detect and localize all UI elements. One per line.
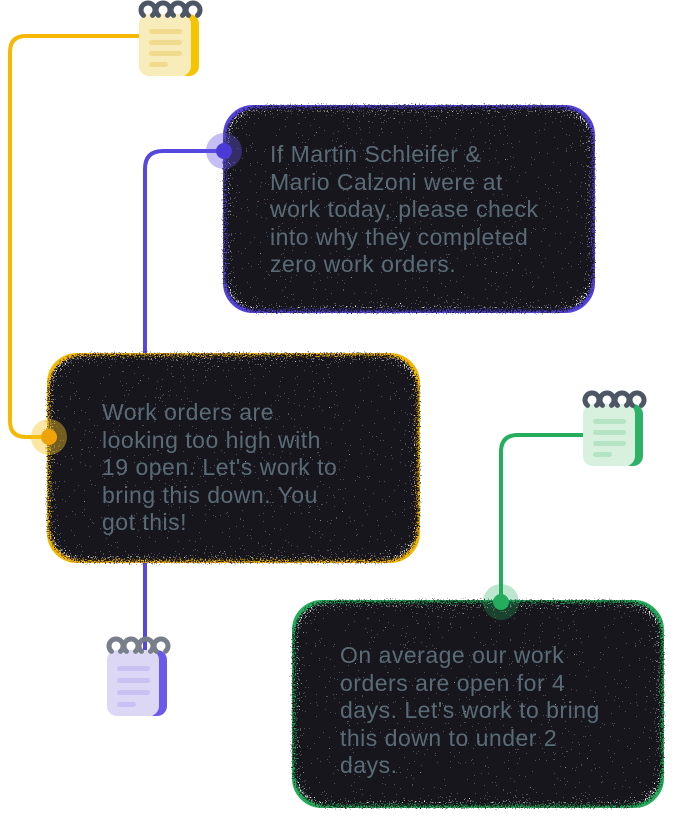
message-line: zero work orders. [270,251,457,277]
node-dot [41,429,57,445]
card-shadow [48,354,419,562]
message-line: 19 open. Let's work to [102,454,338,480]
notes-icon [582,390,647,466]
green-connector-line [499,433,586,602]
average-open-days-card: On average our work orders are open for … [292,600,664,808]
message-line: into why they completed [270,223,529,250]
message-line: days. [340,752,398,778]
message-line: days. Let's work to bring [340,697,600,723]
message-line: this down to under 2 [340,724,558,751]
zero-completed-card: If Martin Schleifer & Mario Calzoni were… [223,105,595,313]
card-shadow [224,106,594,312]
card-shadow [293,601,663,807]
open-work-orders-card: Work orders are looking too high with 19… [47,353,420,563]
green-connector-node [483,584,519,620]
message-line: work today, please check [270,196,539,222]
card-message: On average our work orders are open for … [340,642,649,780]
message-line: Mario Calzoni were at [270,168,503,195]
notes-icon [138,0,203,76]
yellow-connector-line [8,34,142,439]
card-message: Work orders are looking too high with 19… [102,399,405,537]
message-line: orders are open for 4 [340,669,566,696]
message-line: Work orders are [102,399,274,425]
node-dot [493,594,509,610]
purple-connector-line [143,149,224,651]
card-message: If Martin Schleifer & Mario Calzoni were… [270,141,580,279]
node-dot [216,143,232,159]
notes-icon [106,636,171,716]
message-line: On average our work [340,642,565,668]
yellow-connector-node [31,419,67,455]
message-line: bring this down. You [102,481,318,508]
message-line: looking too high with [102,426,321,453]
message-line: If Martin Schleifer & [270,141,482,167]
message-line: got this! [102,509,188,535]
purple-connector-node [206,133,242,169]
